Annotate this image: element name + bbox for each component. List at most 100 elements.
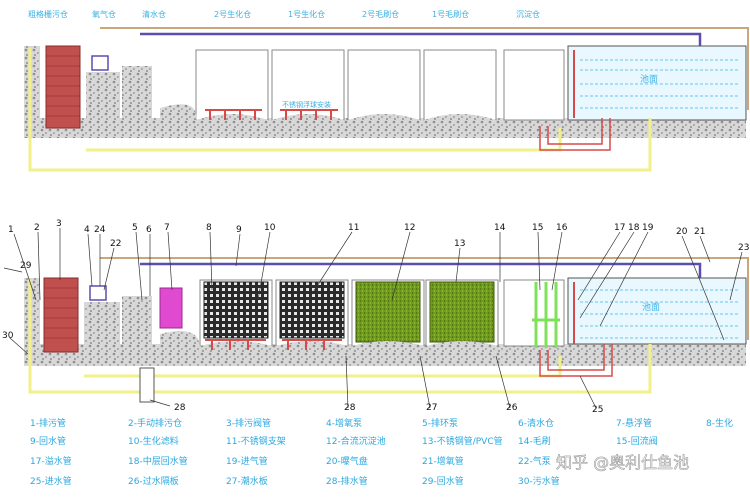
callout-16: 16	[556, 223, 568, 233]
top-racks	[205, 109, 338, 120]
callout-23: 23	[738, 243, 749, 253]
bottom-coarse-screen	[43, 277, 79, 353]
callout-17: 17	[614, 223, 625, 233]
legend-item: 10-生化滤料	[128, 435, 179, 447]
top-tan-pipe	[100, 27, 749, 110]
legend: 1-排污管 2-手动排污仓 3-排污阀管 4-增氧泵 5-排环泵 6-清水仓 7…	[30, 417, 733, 487]
legend-item: 6-清水仓	[518, 417, 554, 429]
callout-25: 25	[592, 405, 603, 415]
legend-row-1: 1-排污管 2-手动排污仓 3-排污阀管 4-增氧泵 5-排环泵 6-清水仓 7…	[30, 417, 733, 429]
top-water-lines	[580, 59, 740, 109]
callout-28b: 28	[344, 403, 356, 413]
bottom-gravel-column-1	[84, 302, 120, 354]
legend-item: 22-气泵	[518, 455, 551, 467]
callout-14: 14	[494, 223, 506, 233]
legend-item: 29-回水管	[422, 475, 464, 487]
bottom-gravel-bowls	[160, 331, 498, 356]
callout-24: 24	[94, 225, 106, 235]
label-settling: 沉淀仓	[516, 9, 540, 19]
callout-5: 5	[132, 223, 138, 233]
bottom-left-wall	[24, 278, 40, 358]
legend-item: 25-进水管	[30, 475, 72, 487]
top-red-outlets	[539, 118, 611, 151]
bottom-float-tube	[159, 287, 183, 329]
legend-item: 5-排环泵	[422, 417, 458, 429]
callout-30: 30	[2, 331, 14, 341]
bottom-red-outlets	[539, 344, 613, 377]
bottom-media-1	[355, 281, 421, 343]
label-bio-2: 2号生化仓	[214, 9, 251, 19]
callout-3: 3	[56, 219, 62, 229]
label-brush-1: 1号毛刷仓	[432, 9, 469, 19]
legend-row-2: 9-回水管 10-生化滤料 11-不锈钢支架 12-合流沉淀池 13-不锈钢管/…	[30, 435, 658, 447]
top-purple-pipe	[140, 32, 702, 50]
callout-13: 13	[454, 239, 465, 249]
legend-item: 15-回流阀	[616, 435, 658, 447]
legend-item: 3-排污阀管	[226, 417, 271, 429]
callout-9: 9	[236, 225, 242, 235]
bottom-gravel-column-2	[122, 296, 152, 354]
label-oxygen: 氧气仓	[92, 9, 116, 19]
callout-10: 10	[264, 223, 276, 233]
bottom-settling-pipes	[532, 282, 560, 348]
top-bracket-label: 不锈钢浮球安装	[282, 100, 331, 109]
top-pump	[91, 55, 109, 71]
bottom-tan-pipe	[100, 257, 749, 340]
top-gravel-column-2	[122, 66, 152, 128]
legend-item: 19-进气管	[226, 455, 268, 467]
label-bio-1: 1号生化仓	[288, 9, 325, 19]
legend-row-3: 17-溢水管 18-中层回水管 19-进气管 20-曝气盘 21-增氧管 22-…	[30, 455, 551, 467]
label-brush-2: 2号毛刷仓	[362, 9, 399, 19]
watermark: 知乎 @奥利仕鱼池	[556, 453, 689, 472]
callout-1: 1	[8, 225, 14, 235]
callout-28: 28	[174, 403, 186, 413]
callout-19: 19	[642, 223, 654, 233]
callout-11: 11	[348, 223, 359, 233]
legend-item: 13-不锈钢管/PVC管	[422, 435, 503, 447]
bottom-brush-1	[203, 281, 269, 339]
callout-18: 18	[628, 223, 640, 233]
callout-7: 7	[164, 223, 170, 233]
callout-15: 15	[532, 223, 543, 233]
callout-leaders	[3, 228, 743, 409]
callout-21: 21	[694, 227, 705, 237]
legend-item: 4-增氧泵	[326, 417, 362, 429]
legend-item: 27-潮水板	[226, 475, 268, 487]
bottom-tank-label: 池面	[642, 301, 660, 313]
bottom-tank	[567, 277, 747, 345]
top-left-wall	[24, 46, 40, 126]
bottom-water-lines	[580, 289, 740, 339]
callout-4: 4	[84, 225, 90, 235]
top-diagram: 粗格栅污仓 氧气仓 清水仓 2号生化仓 1号生化仓 2号毛刷仓 1号毛刷仓 沉淀…	[24, 9, 749, 172]
bottom-diagram: 池面	[2, 219, 749, 415]
top-section-labels: 粗格栅污仓 氧气仓 清水仓 2号生化仓 1号生化仓 2号毛刷仓 1号毛刷仓 沉淀…	[28, 9, 540, 19]
callout-29: 29	[20, 261, 32, 271]
bottom-pump	[89, 285, 107, 301]
top-coarse-screen	[45, 45, 81, 129]
legend-item: 8-生化	[706, 417, 733, 429]
label-clean-water: 清水仓	[142, 9, 166, 19]
bottom-media-2	[429, 281, 495, 343]
legend-item: 7-悬浮管	[616, 417, 652, 429]
bottom-drain-box	[139, 367, 155, 403]
legend-item: 17-溢水管	[30, 455, 72, 467]
callout-20: 20	[676, 227, 688, 237]
legend-item: 20-曝气盘	[326, 455, 368, 467]
top-tank-label: 池面	[640, 73, 658, 85]
top-gravel-bowls	[160, 104, 496, 130]
legend-item: 14-毛刷	[518, 435, 551, 447]
legend-item: 1-排污管	[30, 417, 66, 429]
callout-8: 8	[206, 223, 212, 233]
legend-item: 12-合流沉淀池	[326, 435, 386, 447]
top-gravel-column-1	[86, 72, 120, 128]
bottom-racks	[205, 339, 342, 350]
callout-22: 22	[110, 239, 121, 249]
callout-12: 12	[404, 223, 415, 233]
callout-2: 2	[34, 223, 40, 233]
legend-item: 9-回水管	[30, 435, 66, 447]
callout-numbers: 1 2 3 4 24 22 5 6 7 8 9 10 11 12 13 14 1…	[2, 219, 749, 415]
legend-item: 21-增氧管	[422, 455, 464, 467]
legend-item: 26-过水隔板	[128, 475, 179, 487]
legend-item: 30-污水管	[518, 475, 560, 487]
